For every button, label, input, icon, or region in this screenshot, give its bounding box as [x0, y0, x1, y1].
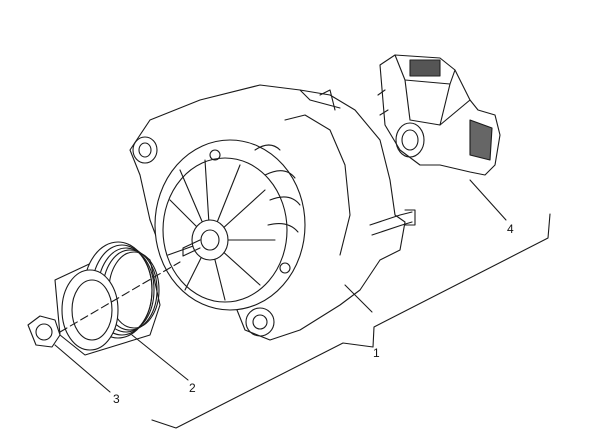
voltage-regulator-part-4 [377, 54, 501, 176]
alternator-assembly-part-1 [129, 84, 416, 341]
nut-part-3 [27, 315, 61, 348]
pulley-part-2 [54, 241, 161, 356]
leader-line-4 [469, 179, 507, 221]
axis-centerline [59, 261, 181, 333]
callout-2: 2 [189, 381, 196, 395]
assembly-bracket [151, 213, 551, 429]
leader-line-3 [54, 344, 111, 393]
leader-line-1 [344, 284, 373, 313]
callout-3: 3 [113, 392, 120, 406]
callout-4: 4 [507, 222, 514, 236]
callout-1: 1 [373, 346, 380, 360]
leader-line-2 [131, 334, 189, 381]
